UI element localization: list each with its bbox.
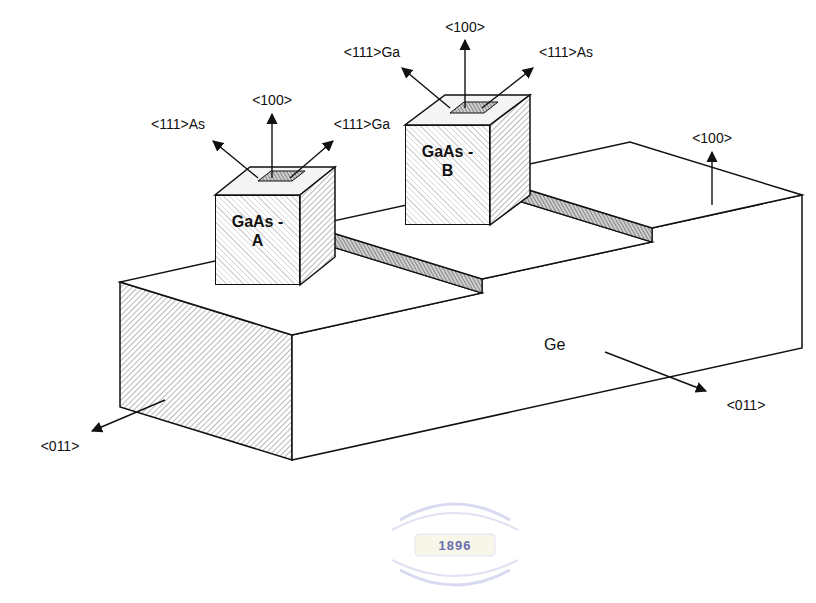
- direction-label: <011>: [41, 438, 80, 454]
- watermark: 1896: [439, 538, 472, 553]
- cube-side-face: [300, 167, 335, 285]
- crystal-cube: GaAs -B: [405, 125, 490, 225]
- direction-label: <011>: [727, 397, 766, 413]
- watermark-arc: [392, 513, 518, 530]
- crystal-name: GaAs -A: [232, 196, 284, 250]
- substrate-block: Ge: [544, 336, 565, 354]
- crystal-name: GaAs -B: [422, 126, 474, 180]
- direction-label: <111>Ga: [334, 116, 390, 132]
- direction-arrow: [92, 400, 165, 431]
- cube-top-step: [450, 102, 498, 113]
- direction-arrow: [290, 141, 333, 178]
- direction-label: <100>: [252, 92, 292, 108]
- direction-label: <111>As: [151, 116, 205, 132]
- crystal-cube: GaAs -A: [215, 195, 300, 285]
- direction-label: <100>: [445, 19, 485, 35]
- substrate-name: Ge: [544, 336, 565, 354]
- direction-arrow: [711, 152, 712, 205]
- watermark-logo: [392, 504, 518, 585]
- cube-side-face: [490, 95, 530, 225]
- direction-arrow: [271, 114, 272, 178]
- direction-arrow: [402, 68, 450, 108]
- watermark-arc: [392, 560, 518, 576]
- direction-arrow: [213, 141, 258, 178]
- cube-top-step: [258, 171, 305, 181]
- direction-label: <100>: [692, 130, 732, 146]
- watermark-band: [415, 534, 495, 556]
- direction-label: <111>Ga: [344, 44, 400, 60]
- direction-arrow: [482, 68, 533, 108]
- direction-arrow: [605, 352, 706, 391]
- direction-arrow: [464, 40, 465, 108]
- direction-label: <111>As: [539, 44, 593, 60]
- watermark-arc: [400, 570, 510, 585]
